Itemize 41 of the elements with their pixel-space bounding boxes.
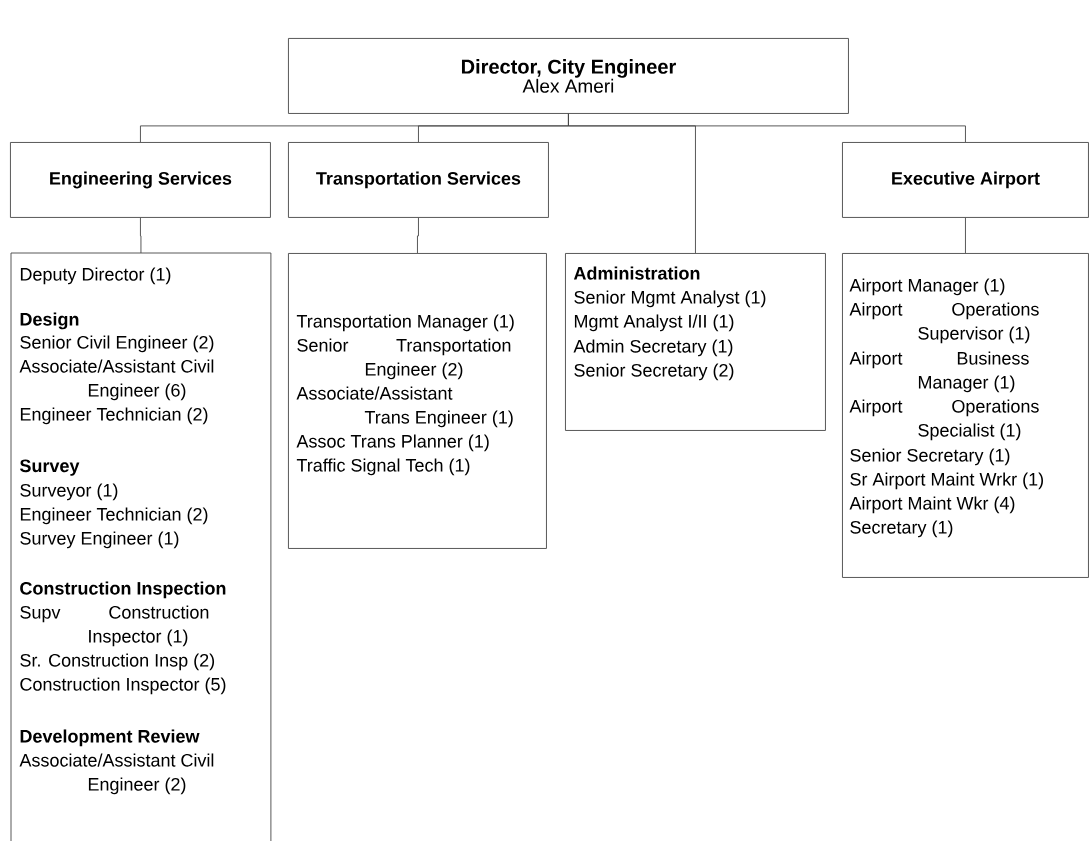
job-title: Surveyor (1) bbox=[20, 483, 118, 501]
job-title: Supv Construction Inspector (1) bbox=[20, 605, 209, 647]
job-title: Senior Secretary (1) bbox=[850, 448, 1010, 466]
connector-line bbox=[417, 217, 419, 254]
section-heading: Construction Inspection bbox=[20, 581, 226, 599]
job-title: Engineer Technician (2) bbox=[20, 407, 208, 425]
job-title: Traffic Signal Tech (1) bbox=[296, 458, 470, 476]
department-box: Executive Airport bbox=[842, 142, 1089, 218]
job-title: Airport Business Manager (1) bbox=[849, 351, 1029, 393]
connector-line bbox=[568, 113, 966, 143]
job-title: Associate/Assistant Trans Engineer (1) bbox=[296, 386, 513, 428]
section-heading: Design bbox=[20, 312, 79, 330]
job-title: Senior Transportation Engineer (2) bbox=[297, 338, 511, 380]
department-box: Transportation Services bbox=[288, 142, 549, 218]
job-title: Associate/Assistant Civil Engineer (2) bbox=[19, 753, 214, 795]
job-title: Engineer Technician (2) bbox=[20, 507, 208, 525]
connector-line bbox=[965, 217, 966, 254]
job-title: Sr. Construction Insp (2) bbox=[20, 653, 215, 671]
section-heading: Survey bbox=[19, 459, 80, 476]
job-title: Assoc Trans Planner (1) bbox=[296, 434, 489, 452]
job-title: Airport Operations Supervisor (1) bbox=[849, 302, 1039, 344]
section-heading: Administration bbox=[573, 266, 700, 280]
job-title: Senior Mgmt Analyst (1) bbox=[574, 290, 766, 308]
job-title: Admin Secretary (1) bbox=[573, 339, 733, 357]
job-title: Airport Manager (1) bbox=[849, 278, 1005, 296]
director-box: Director, City Engineer Alex Ameri bbox=[288, 38, 849, 114]
connector-line bbox=[140, 217, 142, 254]
job-title: Survey Engineer (1) bbox=[20, 531, 179, 549]
job-title: Mgmt Analyst I/II (1) bbox=[574, 314, 734, 332]
department-box: Engineering Services bbox=[10, 142, 271, 218]
section-heading: Development Review bbox=[20, 729, 200, 747]
job-title: Airport Maint Wkr (4) bbox=[849, 496, 1015, 514]
job-title: Construction Inspector (5) bbox=[20, 677, 226, 695]
job-title: Sr Airport Maint Wrkr (1) bbox=[850, 472, 1043, 490]
job-title: Associate/Assistant Civil Engineer (6) bbox=[19, 359, 214, 401]
job-title: Senior Secretary (2) bbox=[574, 363, 734, 381]
job-title: Transportation Manager (1) bbox=[296, 314, 514, 332]
job-title: Secretary (1) bbox=[850, 520, 953, 538]
job-title: Senior Civil Engineer (2) bbox=[20, 335, 214, 353]
job-title: Airport Operations Specialist (1) bbox=[849, 399, 1039, 441]
job-title: Deputy Director (1) bbox=[20, 267, 171, 285]
